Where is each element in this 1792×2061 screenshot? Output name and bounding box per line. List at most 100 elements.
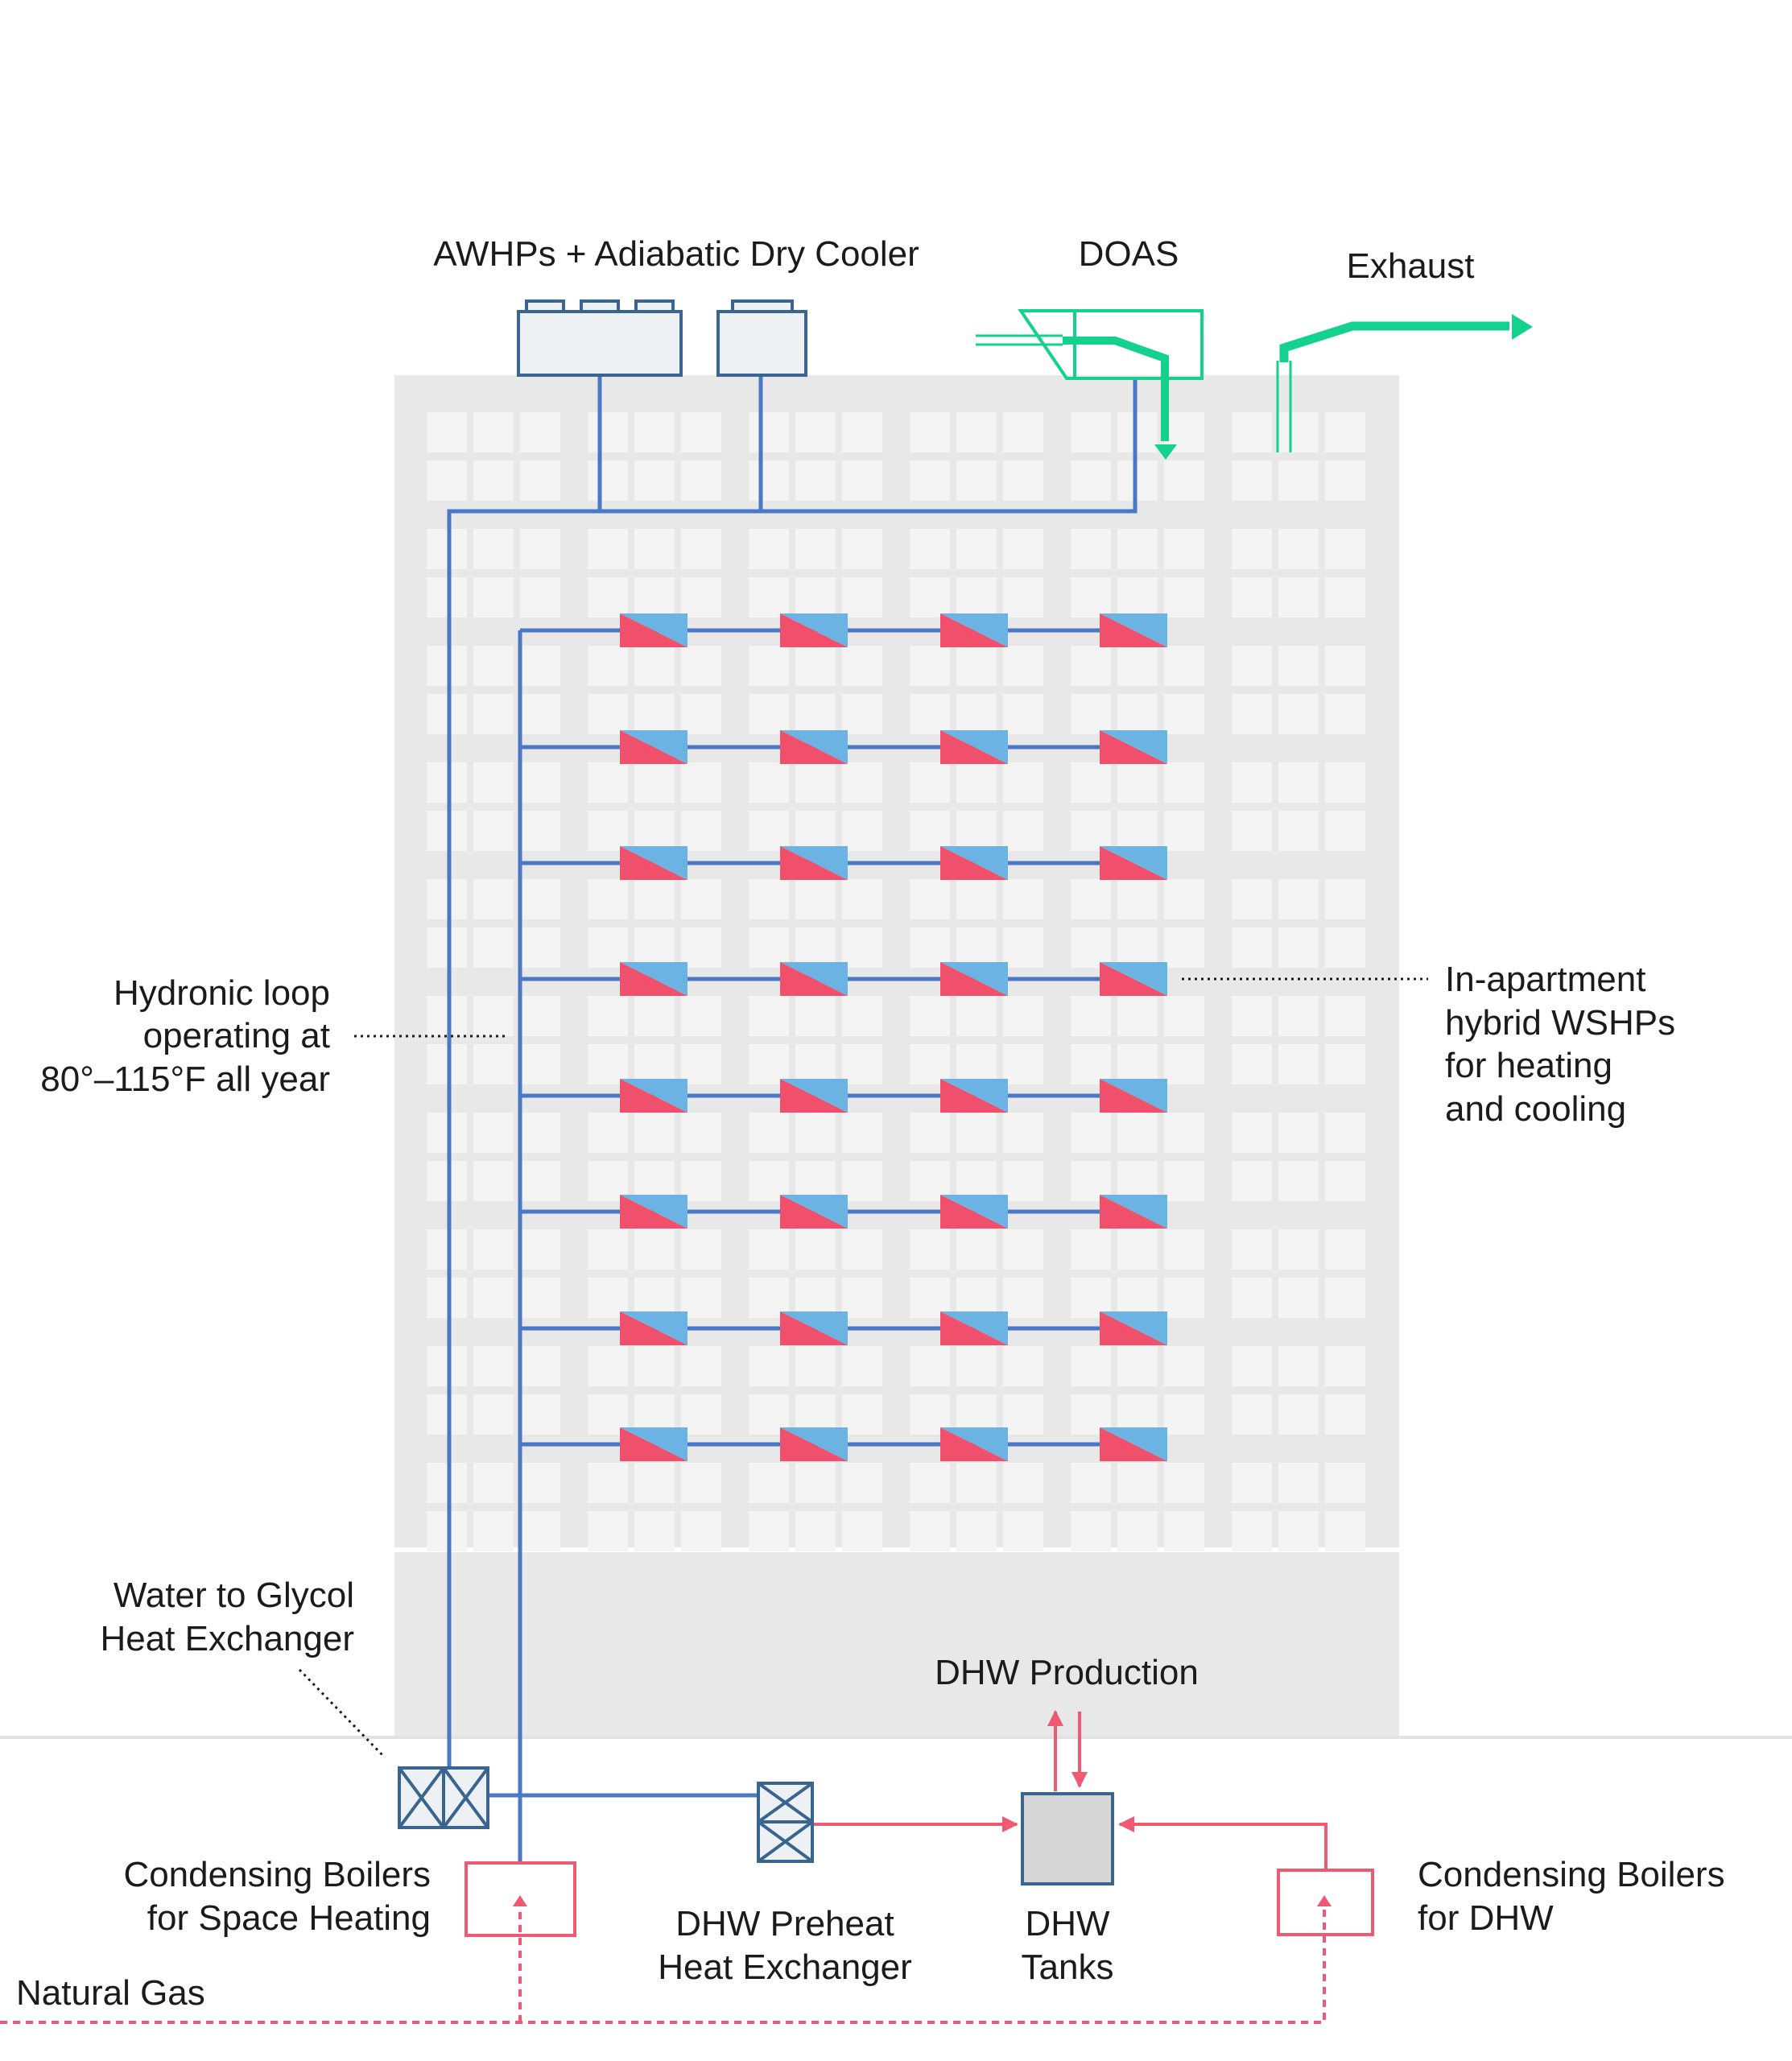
window-pane: [956, 811, 997, 851]
exhaust-duct: [1276, 321, 1509, 452]
window-pane: [795, 762, 836, 803]
window-pane: [1278, 412, 1319, 452]
window-pane: [681, 694, 721, 734]
window-pane: [1232, 1113, 1272, 1153]
window-pane: [1071, 1113, 1111, 1153]
window-pane: [427, 1511, 467, 1551]
wshp-unit: [620, 962, 687, 996]
window-pane: [795, 1463, 836, 1503]
window-pane: [1071, 1346, 1111, 1386]
wshp-unit: [620, 1427, 687, 1461]
window-pane: [842, 461, 882, 501]
natural-gas-label: Natural Gas: [16, 1973, 205, 2013]
window-pane: [1117, 1511, 1158, 1551]
window-pane: [427, 927, 467, 968]
wshp-unit: [620, 613, 687, 647]
hydronic-loop-label: Hydronic loop operating at 80°–115°F all…: [40, 973, 330, 1099]
doas-unit: [976, 309, 1204, 441]
window-pane: [681, 1161, 721, 1201]
window-pane: [1117, 927, 1158, 968]
window-pane: [910, 879, 950, 919]
window-pane: [1003, 879, 1043, 919]
window-pane: [588, 762, 628, 803]
window-pane: [1278, 1044, 1319, 1084]
window-pane: [427, 1463, 467, 1503]
wshp-unit: [1100, 846, 1167, 880]
window-pane: [681, 1229, 721, 1270]
window-pane: [1164, 927, 1204, 968]
wshp-heating-half: [1100, 1427, 1167, 1461]
window-pane: [1071, 1161, 1111, 1201]
window-pane: [427, 1044, 467, 1084]
window-pane: [1232, 412, 1272, 452]
window-pane: [1117, 1346, 1158, 1386]
window-pane: [1232, 1394, 1272, 1435]
window-pane: [681, 529, 721, 569]
boilers-space-label-line-2: for Space Heating: [147, 1898, 431, 1938]
wshp-heating-half: [780, 613, 848, 647]
window-pane: [1117, 996, 1158, 1036]
window-pane: [520, 1044, 560, 1084]
window-pane: [681, 461, 721, 501]
window-pane: [910, 461, 950, 501]
window-pane: [473, 927, 514, 968]
window-pane: [749, 879, 789, 919]
window-pane: [1117, 577, 1158, 617]
wshp-heating-half: [620, 730, 687, 764]
window-pane: [1003, 412, 1043, 452]
wshp-heating-half: [1100, 962, 1167, 996]
wshp-heating-half: [620, 613, 687, 647]
window-pane: [749, 1511, 789, 1551]
window-pane: [588, 1113, 628, 1153]
window-pane: [520, 1229, 560, 1270]
window-pane: [1117, 412, 1158, 452]
window-pane: [1117, 811, 1158, 851]
window-pane: [842, 694, 882, 734]
dhw-tanks-label-line-1: DHW: [1025, 1904, 1110, 1943]
window-pane: [473, 646, 514, 686]
window-pane: [588, 646, 628, 686]
wshp-heating-half: [940, 1079, 1008, 1113]
window-pane: [1278, 927, 1319, 968]
window-pane: [1071, 529, 1111, 569]
wshp-heating-half: [780, 846, 848, 880]
window-pane: [1071, 996, 1111, 1036]
window-pane: [1164, 1161, 1204, 1201]
window-pane: [473, 1113, 514, 1153]
wshp-unit: [780, 613, 848, 647]
awhp-label: AWHPs + Adiabatic Dry Cooler: [433, 234, 919, 274]
window-pane: [1071, 1511, 1111, 1551]
window-pane: [1164, 461, 1204, 501]
window-pane: [1232, 529, 1272, 569]
window-pane: [473, 529, 514, 569]
window-pane: [1164, 1278, 1204, 1318]
window-pane: [910, 1044, 950, 1084]
dry-cooler-unit: [716, 310, 807, 377]
window-pane: [1071, 1044, 1111, 1084]
wshp-unit: [1100, 613, 1167, 647]
window-pane: [795, 1161, 836, 1201]
boilers-space-heating-label: Condensing Boilers for Space Heating: [123, 1855, 431, 1938]
wshp-heating-half: [780, 1195, 848, 1229]
window-pane: [1071, 412, 1111, 452]
window-pane: [681, 879, 721, 919]
window-pane: [1232, 879, 1272, 919]
window-pane: [1325, 1394, 1365, 1435]
window-pane: [1325, 646, 1365, 686]
wshp-unit: [940, 846, 1008, 880]
window-pane: [1325, 461, 1365, 501]
wshp-unit: [620, 730, 687, 764]
window-pane: [473, 461, 514, 501]
window-pane: [634, 577, 675, 617]
window-pane: [1278, 1463, 1319, 1503]
window-pane: [473, 1161, 514, 1201]
wshp-unit: [780, 1311, 848, 1345]
window-pane: [1164, 811, 1204, 851]
window-pane: [427, 412, 467, 452]
dhw-preheat-label-line-1: DHW Preheat: [675, 1904, 894, 1943]
window-pane: [910, 529, 950, 569]
window-pane: [520, 412, 560, 452]
wshp-label-line-2: hybrid WSHPs: [1445, 1003, 1675, 1043]
wshp-heating-half: [1100, 846, 1167, 880]
